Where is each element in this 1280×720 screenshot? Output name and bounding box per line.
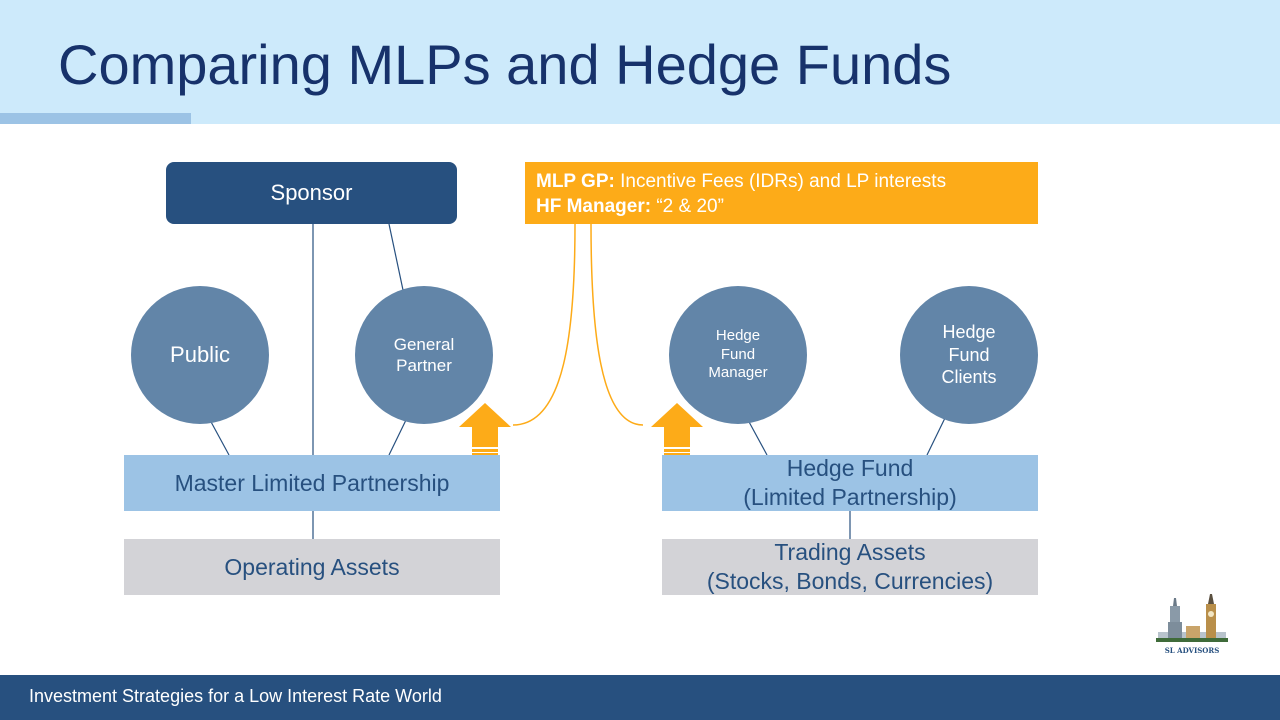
callout-mlp-text: Incentive Fees (IDRs) and LP interests — [614, 171, 947, 192]
trading-assets-label-line: (Stocks, Bonds, Currencies) — [706, 568, 994, 594]
callout-to-manager-curve — [590, 223, 644, 426]
master-limited-partnership-box: Master Limited Partnership — [124, 455, 500, 511]
slide-title: Comparing MLPs and Hedge Funds — [58, 33, 952, 96]
hedge-fund-clients-label-line: Fund — [948, 344, 990, 365]
hedge-fund-manager-label-line: Manager — [708, 364, 768, 382]
callout-line-mlp: MLP GP: Incentive Fees (IDRs) and LP int… — [536, 170, 1038, 195]
clients-to-hf-line — [926, 417, 946, 456]
callout-hf-label: HF Manager: — [536, 195, 652, 217]
hedge-fund-clients-circle: Hedge Fund Clients — [900, 286, 1038, 424]
general-partner-circle: General Partner — [355, 286, 493, 424]
public-circle: Public — [131, 286, 269, 424]
general-partner-label: General Partner — [394, 334, 454, 377]
hedge-fund-manager-label: Hedge Fund Manager — [708, 327, 767, 383]
trading-assets-label-line: Trading Assets — [774, 539, 926, 566]
city-towers-icon — [1156, 594, 1228, 642]
sl-advisors-logo: SL ADVISORS — [1156, 592, 1228, 660]
hedge-fund-box: Hedge Fund (Limited Partnership) — [662, 455, 1038, 511]
hedge-fund-label-line: (Limited Partnership) — [743, 484, 957, 510]
footer-text: Investment Strategies for a Low Interest… — [29, 686, 442, 706]
hedge-fund-clients-label-line: Clients — [941, 367, 997, 388]
operating-assets-label: Operating Assets — [224, 553, 400, 580]
callout-hf-text: “2 & 20” — [651, 195, 724, 217]
mlp-label: Master Limited Partnership — [174, 469, 450, 496]
manager-fee-arrow-icon — [651, 403, 703, 455]
general-partner-label-line: Partner — [396, 356, 452, 375]
gp-fee-arrow-icon — [459, 403, 511, 455]
sponsor-box: Sponsor — [166, 162, 457, 224]
hedge-fund-clients-label: Hedge Fund Clients — [941, 321, 996, 389]
sponsor-to-gp-line — [388, 223, 404, 291]
operating-assets-box: Operating Assets — [124, 539, 500, 595]
hedge-fund-clients-label-line: Hedge — [942, 322, 996, 343]
manager-to-hf-line — [747, 419, 768, 456]
trading-assets-box: Trading Assets (Stocks, Bonds, Currencie… — [662, 539, 1038, 595]
callout-line-hf: HF Manager: “2 & 20” — [536, 195, 1038, 220]
hedge-fund-label-line: Hedge Fund — [786, 455, 914, 482]
logo-text: SL ADVISORS — [1164, 646, 1220, 655]
footer-band — [0, 675, 1280, 720]
callout-mlp-label: MLP GP: — [536, 171, 615, 192]
header-band — [0, 0, 1280, 124]
hedge-fund-manager-label-line: Fund — [720, 345, 756, 363]
hedge-fund-manager-circle: Hedge Fund Manager — [669, 286, 807, 424]
callout-to-gp-curve — [512, 223, 576, 426]
hedge-fund-manager-label-line: Hedge — [715, 326, 761, 344]
public-to-mlp-line — [209, 419, 230, 456]
general-partner-label-line: General — [393, 334, 455, 354]
header-accent-bar — [0, 113, 191, 124]
public-label: Public — [170, 342, 230, 368]
hedge-fund-label: Hedge Fund (Limited Partnership) — [743, 454, 956, 512]
sponsor-label: Sponsor — [270, 180, 353, 205]
gp-to-mlp-line — [388, 419, 407, 456]
fees-callout: MLP GP: Incentive Fees (IDRs) and LP int… — [525, 162, 1038, 224]
trading-assets-label: Trading Assets (Stocks, Bonds, Currencie… — [707, 538, 993, 596]
